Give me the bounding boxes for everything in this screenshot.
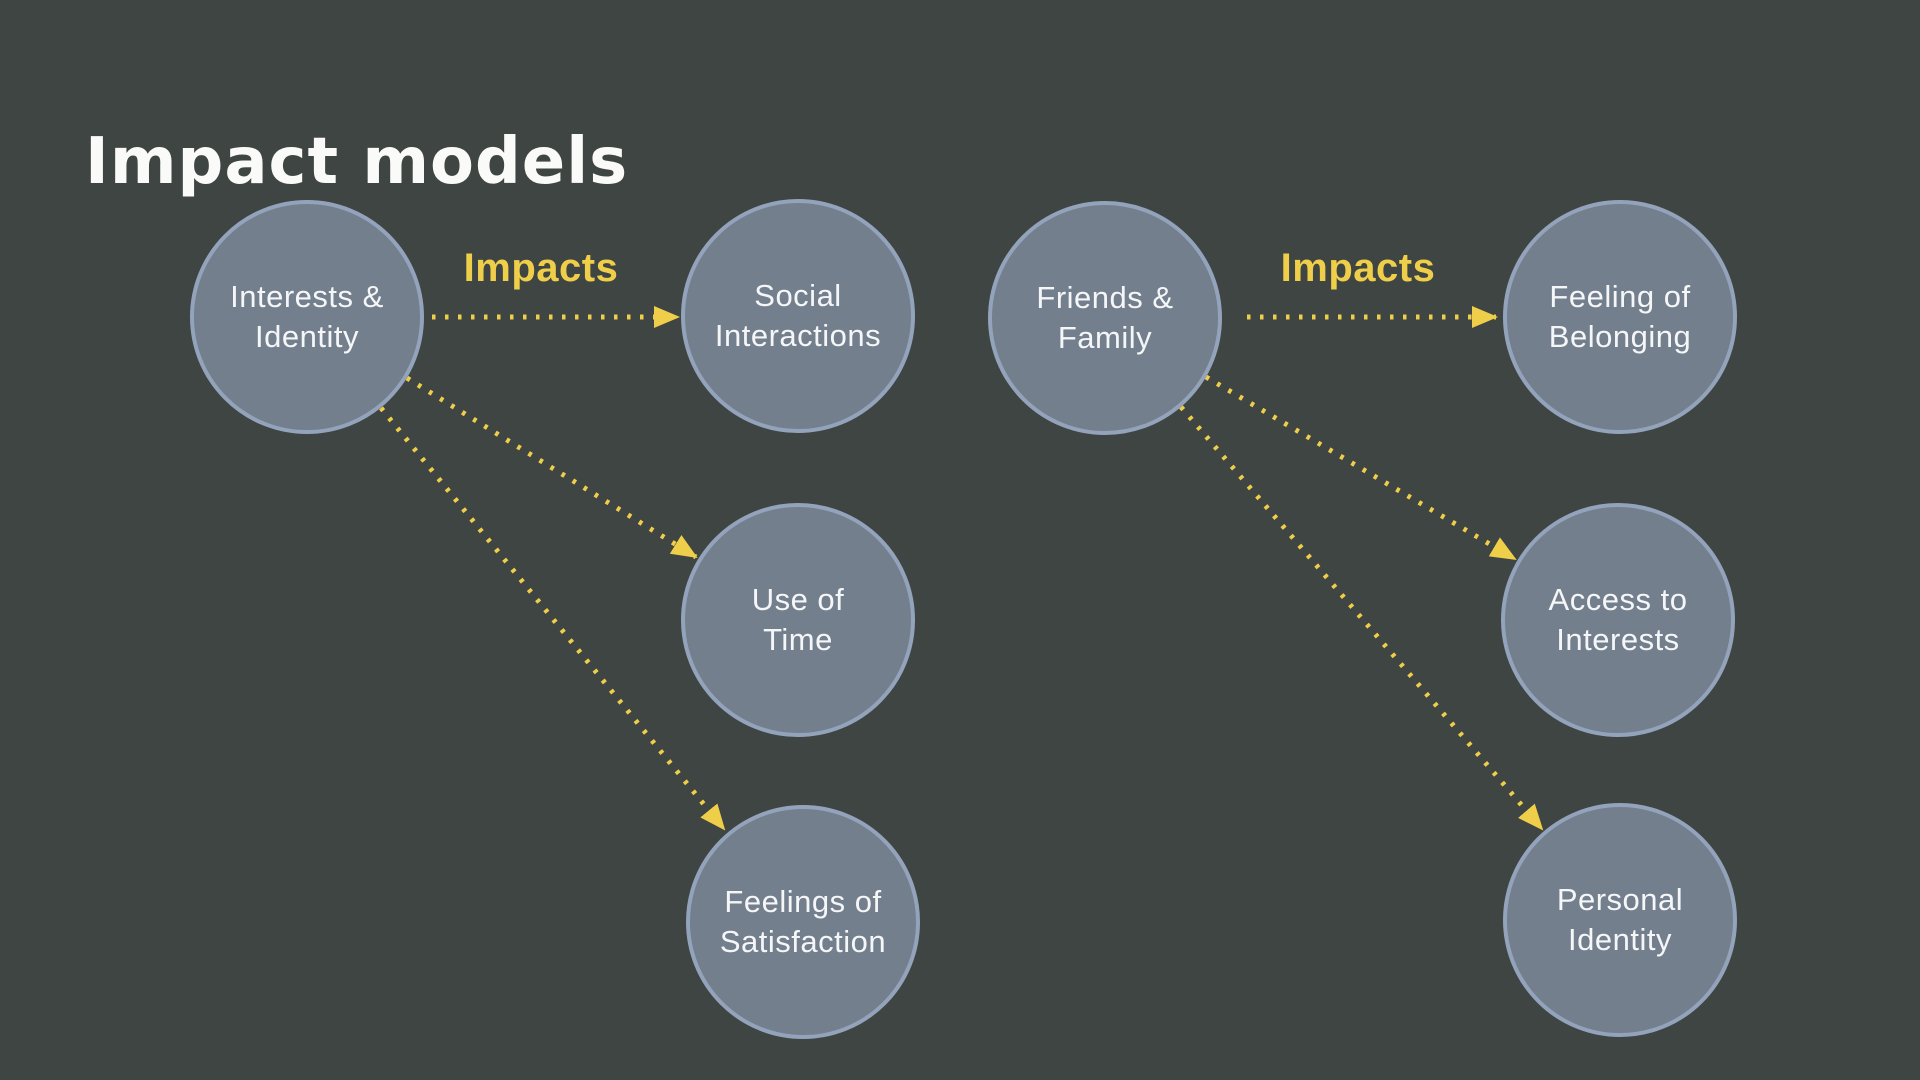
node-label-access-to-interests: Access to Interests bbox=[1548, 582, 1688, 657]
node-label-friends-family: Friends & Family bbox=[1036, 280, 1174, 355]
node-label-interests-identity: Interests & Identity bbox=[230, 279, 384, 354]
node-personal-identity: Personal Identity bbox=[1503, 803, 1737, 1037]
node-feelings-of-satisfaction: Feelings of Satisfaction bbox=[686, 805, 920, 1039]
node-label-social-interactions: Social Interactions bbox=[714, 278, 882, 353]
node-use-of-time: Use of Time bbox=[681, 503, 915, 737]
impacts-label-left: Impacts bbox=[463, 246, 619, 290]
page-title: Impact models bbox=[85, 124, 629, 199]
node-friends-family: Friends & Family bbox=[988, 201, 1222, 435]
node-label-use-of-time: Use of Time bbox=[751, 582, 845, 657]
node-label-feeling-of-belonging: Feeling of Belonging bbox=[1548, 279, 1692, 354]
impacts-label-right: Impacts bbox=[1280, 246, 1436, 290]
arrow-friends-to-access-to-interests bbox=[1204, 374, 1517, 562]
node-access-to-interests: Access to Interests bbox=[1501, 503, 1735, 737]
node-label-feelings-of-satisfaction: Feelings of Satisfaction bbox=[719, 884, 887, 959]
node-interests-identity: Interests & Identity bbox=[190, 200, 424, 434]
arrow-friends-to-personal-identity bbox=[1179, 405, 1544, 831]
node-feeling-of-belonging: Feeling of Belonging bbox=[1503, 200, 1737, 434]
node-label-personal-identity: Personal Identity bbox=[1556, 882, 1684, 957]
arrow-interests-to-use-of-time bbox=[405, 375, 698, 560]
arrow-interests-to-feelings-of-satisfaction bbox=[379, 406, 726, 831]
node-social-interactions: Social Interactions bbox=[681, 199, 915, 433]
